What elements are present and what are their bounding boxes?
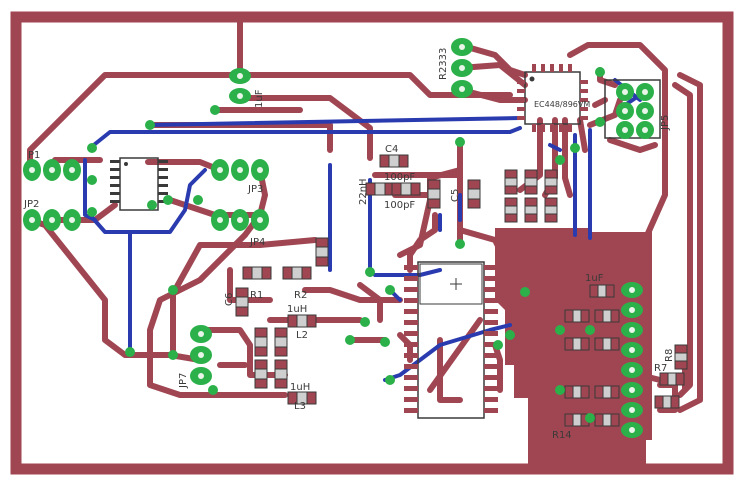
header-jp5-2x3 (604, 79, 661, 139)
label-jp7: JP7 (178, 373, 189, 389)
label-c5: C5 (450, 189, 461, 202)
label-22nh: 22nH (358, 178, 369, 205)
label-c6: C6 (224, 293, 235, 306)
vias (87, 67, 605, 423)
label-r2333: R2333 (438, 48, 449, 80)
label-r7: R7 (654, 363, 667, 374)
header-top-3pin (451, 38, 473, 98)
label-l3: L3 (294, 401, 306, 412)
label-r8: R8 (664, 349, 675, 362)
ic-u3 (517, 64, 588, 132)
header-jp7 (190, 325, 212, 385)
label-jp4: JP4 (249, 237, 265, 248)
label-ic-main: EC448/896VM (534, 100, 590, 109)
label-r1: R1 (250, 290, 263, 301)
through-hole-pads (23, 38, 661, 438)
label-jp5: JP5 (660, 115, 671, 131)
label-r2: R2 (294, 290, 307, 301)
label-l1-val: 1uH (287, 304, 307, 315)
smd-components (235, 154, 688, 427)
label-1uf-right: 1uF (585, 273, 604, 284)
ic-u1 (110, 157, 168, 211)
label-100pf-b: 100pF (384, 200, 415, 211)
label-r14: R14 (552, 430, 572, 441)
label-100pf-a: 100pF (384, 172, 415, 183)
header-jp3 (211, 159, 269, 181)
label-jp3: JP3 (247, 184, 263, 195)
label-c4: C4 (385, 144, 398, 155)
board-outline (10, 11, 734, 475)
label-jp2: JP2 (23, 199, 39, 210)
header-jp1 (23, 159, 81, 181)
label-l3-val: 1uH (290, 382, 310, 393)
silkscreen-labels: R2333 1uF EC448/896VM P1 JP2 JP3 JP4 JP7… (23, 48, 675, 441)
label-1uf-top: 1uF (254, 89, 265, 108)
label-jp1: P1 (28, 150, 40, 161)
header-top-2pin (229, 68, 251, 104)
ic-u2 (404, 261, 498, 419)
header-jp4 (211, 209, 269, 231)
header-jp2 (23, 209, 81, 231)
label-l2: L2 (296, 330, 308, 341)
header-right-8pin (621, 282, 643, 438)
